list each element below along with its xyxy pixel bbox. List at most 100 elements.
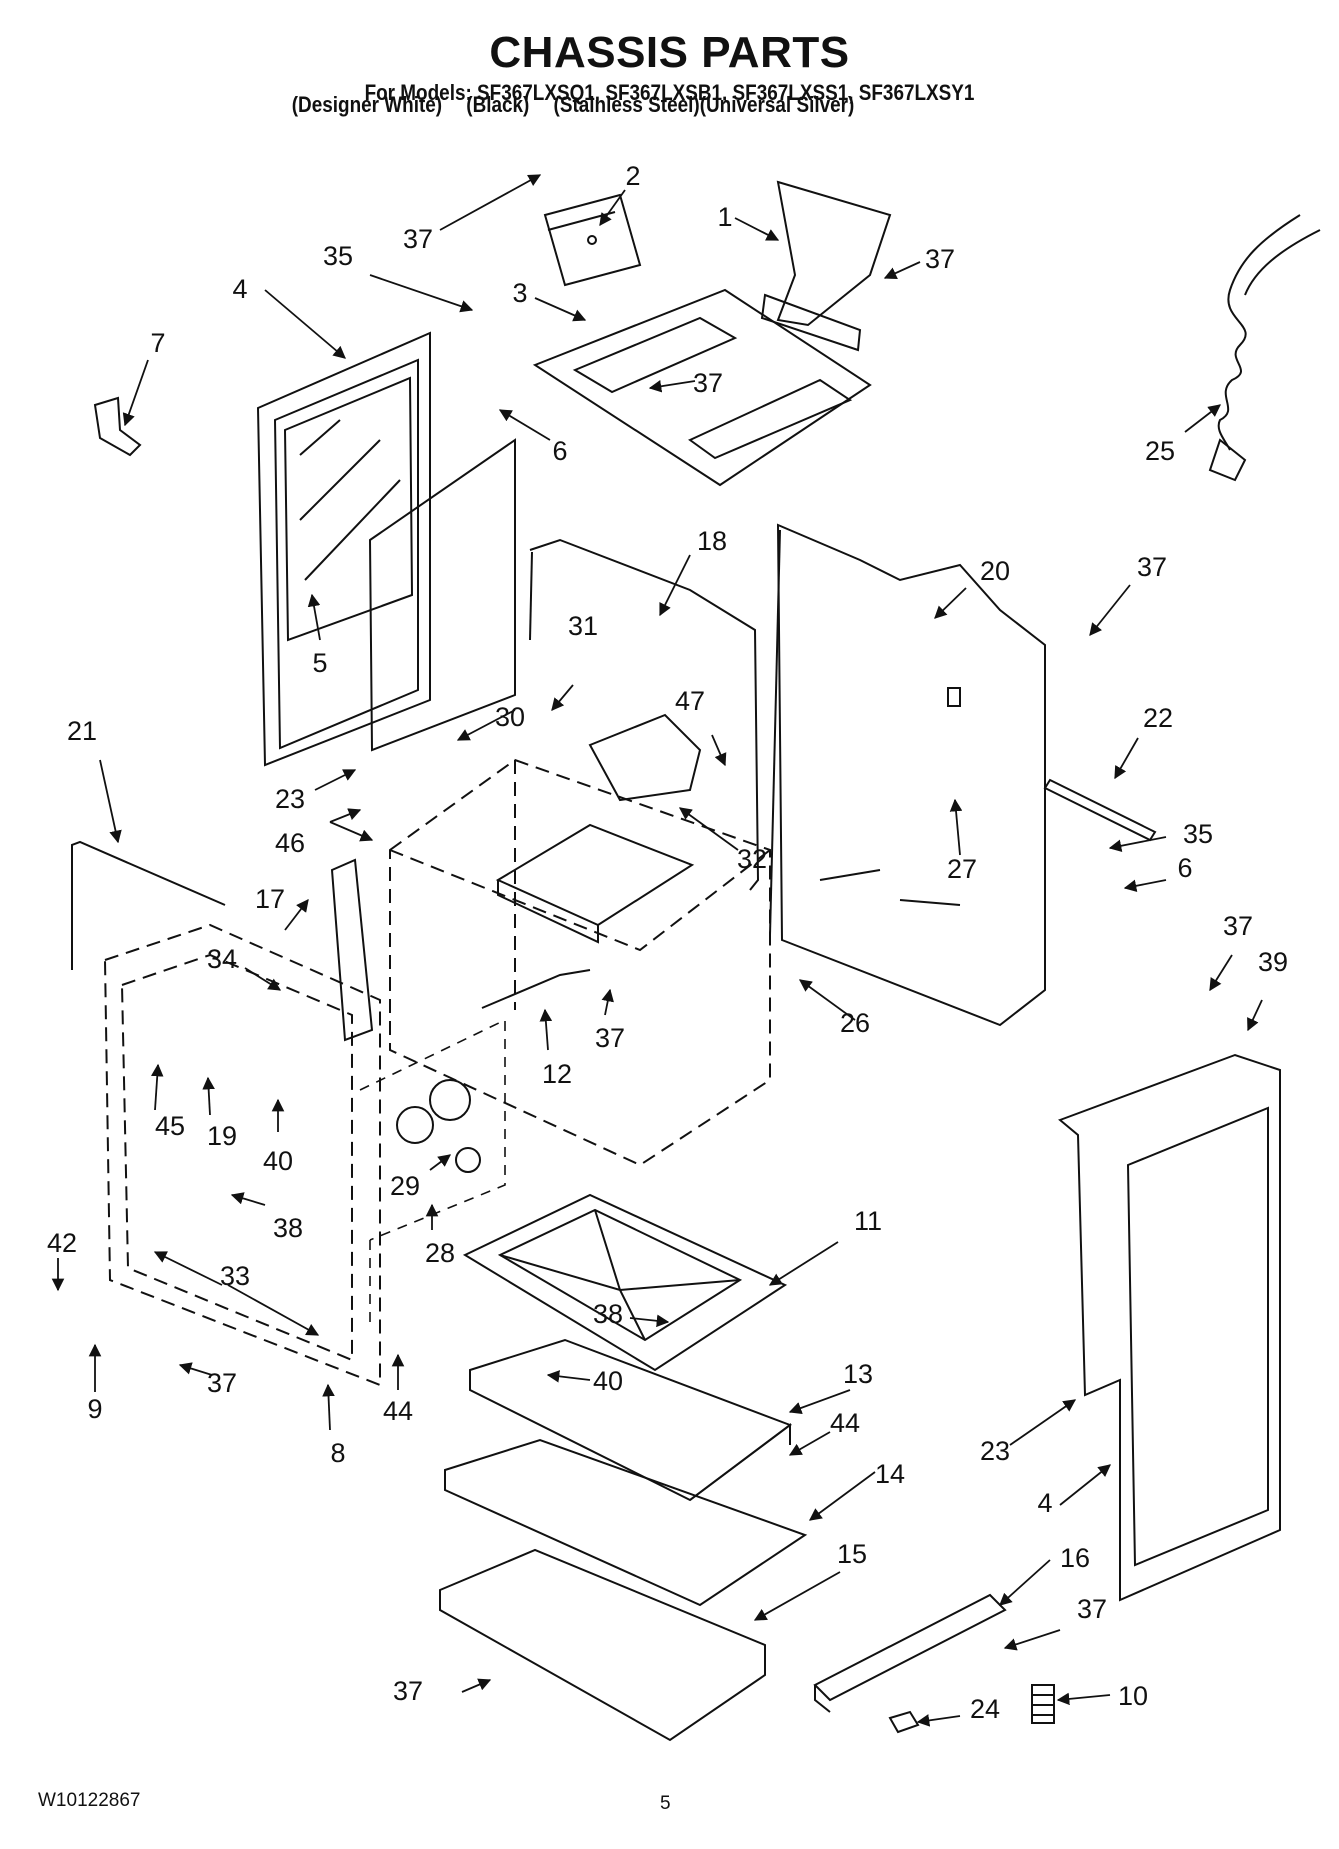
part-1-vent-duct — [760, 180, 892, 352]
part-2-bracket — [543, 193, 642, 287]
callout-label: 44 — [383, 1396, 413, 1426]
part-13-drawer — [469, 1338, 793, 1502]
part-15-bottom-plate — [439, 1548, 766, 1742]
callout-label: 5 — [312, 648, 327, 678]
callout-label: 31 — [568, 611, 598, 641]
callout-label: 35 — [1183, 819, 1213, 849]
part-47-igniter — [588, 713, 702, 802]
callout-label: 3 — [512, 278, 527, 308]
part-17-hinge — [330, 858, 374, 1042]
variant-label: (Black) — [466, 92, 530, 117]
callout-label: 26 — [840, 1008, 870, 1038]
oven-cavity — [389, 758, 771, 1167]
callout-label: 19 — [207, 1121, 237, 1151]
callout-label: 37 — [693, 368, 723, 398]
callout-label: 33 — [220, 1261, 250, 1291]
callout-label: 1 — [717, 202, 732, 232]
callout-label: 37 — [403, 224, 433, 254]
callout-label: 21 — [67, 716, 97, 746]
callout-label: 37 — [1077, 1594, 1107, 1624]
callout-label: 37 — [207, 1368, 237, 1398]
callout-label: 15 — [837, 1539, 867, 1569]
part-12-probe — [481, 969, 591, 1009]
callout-label: 18 — [697, 526, 727, 556]
part-27-sensor — [947, 687, 961, 707]
callout-label: 27 — [947, 854, 977, 884]
front-frame — [103, 923, 381, 1387]
callout-label: 23 — [980, 1436, 1010, 1466]
part-6-panel — [368, 438, 516, 752]
color-variants: (Designer White) (Black) (Stainless Stee… — [7, 92, 1159, 118]
part-29-lamp — [396, 1079, 481, 1173]
callout-label: 4 — [232, 274, 247, 304]
callout-label: 39 — [1258, 947, 1288, 977]
callout-label: 6 — [552, 436, 567, 466]
callout-label: 37 — [1223, 911, 1253, 941]
callout-label: 47 — [675, 686, 705, 716]
callout-label: 24 — [970, 1694, 1000, 1724]
part-14-drawer-tray — [444, 1438, 808, 1607]
callout-label: 13 — [843, 1359, 873, 1389]
callout-label: 45 — [155, 1111, 185, 1141]
oven-box — [495, 823, 695, 944]
callout-label: 46 — [275, 828, 305, 858]
part-4-side-panel-left — [256, 331, 431, 767]
page-number: 5 — [660, 1793, 671, 1814]
callout-label: 28 — [425, 1238, 455, 1268]
callout-label: 40 — [263, 1146, 293, 1176]
callout-label: 37 — [1137, 552, 1167, 582]
callout-label: 30 — [495, 702, 525, 732]
callout-label: 35 — [323, 241, 353, 271]
callout-label: 29 — [390, 1171, 420, 1201]
diagram-title: CHASSIS PARTS — [489, 28, 850, 77]
model-list: For Models: SF367LXSQ1, SF367LXSB1, SF36… — [364, 80, 975, 105]
callout-label: 7 — [150, 328, 165, 358]
callout-labels: 37 2 1 37 35 3 4 7 37 6 25 5 18 20 37 31… — [47, 161, 1288, 1724]
callout-label: 40 — [593, 1366, 623, 1396]
callout-label: 25 — [1145, 436, 1175, 466]
part-5-insulation — [283, 376, 414, 642]
part-18-gasket — [529, 538, 760, 891]
diagram-header: CHASSIS PARTS For Models: SF367LXSQ1, SF… — [0, 30, 1339, 106]
callout-label: 37 — [925, 244, 955, 274]
callout-label: 32 — [737, 844, 767, 874]
part-22-rod — [1043, 778, 1157, 842]
callout-label: 37 — [595, 1023, 625, 1053]
callout-label: 22 — [1143, 703, 1173, 733]
callout-label: 10 — [1118, 1681, 1148, 1711]
document-number: W10122867 — [38, 1790, 141, 1811]
callout-label: 37 — [393, 1676, 423, 1706]
leader-arrows — [51, 174, 1263, 1727]
part-24-clip — [888, 1710, 920, 1734]
callout-label: 17 — [255, 884, 285, 914]
assembly-guide-lines — [359, 1018, 506, 1330]
callout-label: 34 — [207, 944, 237, 974]
callout-label: 23 — [275, 784, 305, 814]
part-20-back-panel — [769, 523, 1046, 1027]
callout-label: 2 — [625, 161, 640, 191]
part-21-strip — [71, 840, 226, 970]
callout-label: 14 — [875, 1459, 905, 1489]
callout-label: 9 — [87, 1394, 102, 1424]
callout-label: 8 — [330, 1438, 345, 1468]
callout-label: 38 — [273, 1213, 303, 1243]
part-4-side-panel-right — [1058, 1053, 1281, 1602]
callout-label: 11 — [854, 1206, 882, 1236]
callout-label: 4 — [1037, 1488, 1052, 1518]
callout-label: 16 — [1060, 1543, 1090, 1573]
part-7-bracket — [93, 396, 142, 457]
variant-label: (Designer White) — [291, 92, 443, 117]
callout-label: 44 — [830, 1408, 860, 1438]
part-3-top-panel — [532, 288, 872, 487]
part-16-rail — [813, 1593, 1007, 1713]
callout-label: 42 — [47, 1228, 77, 1258]
callout-label: 6 — [1177, 853, 1192, 883]
callout-label: 20 — [980, 556, 1010, 586]
part-25-power-cord — [1208, 214, 1321, 482]
callout-label: 12 — [542, 1059, 572, 1089]
callout-label: 38 — [593, 1299, 623, 1329]
variant-label: (Stainless Steel)(Universal Silver) — [553, 92, 855, 117]
part-10-leveler — [1031, 1684, 1055, 1724]
part-11-broil-pan — [462, 1193, 788, 1372]
